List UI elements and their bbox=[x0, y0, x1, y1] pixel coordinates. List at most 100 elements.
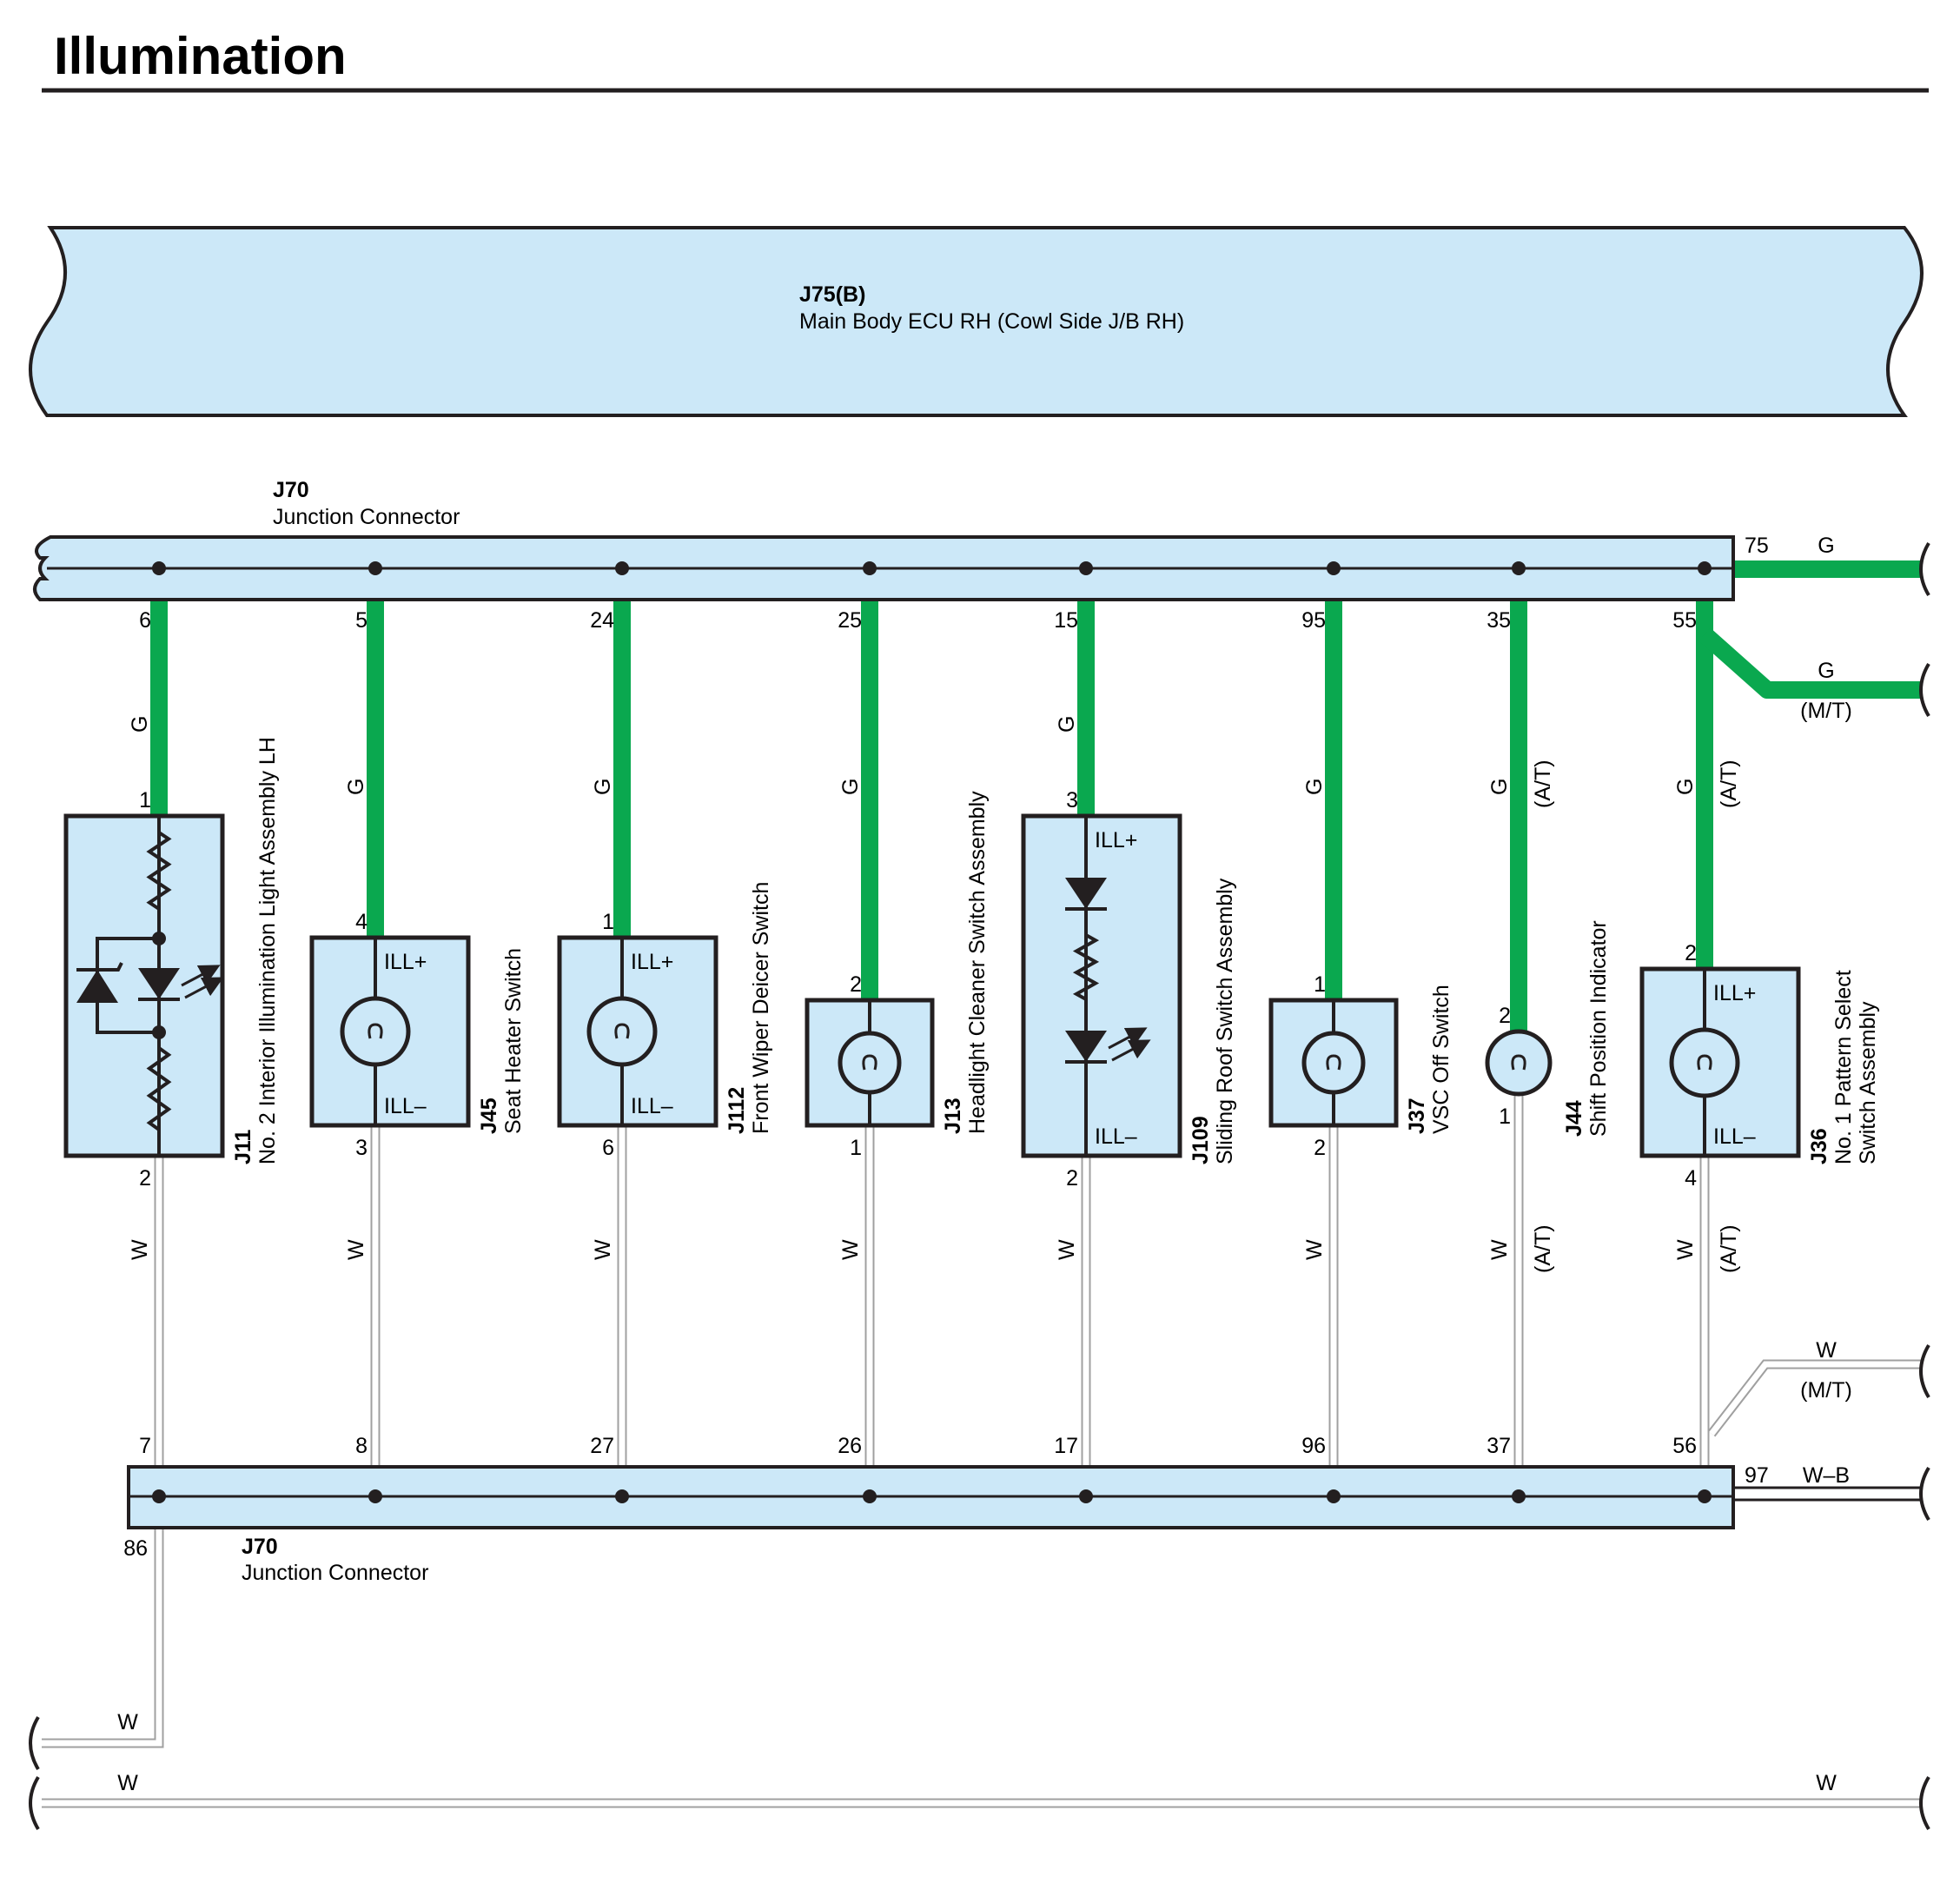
out-pin-J45: 3 bbox=[355, 1136, 368, 1160]
component-name-J112: Front Wiper Deicer Switch bbox=[749, 882, 773, 1134]
wire-w-note-J44: (A/T) bbox=[1531, 1224, 1555, 1273]
page-title: Illumination bbox=[54, 27, 347, 85]
led-J11-ray2 bbox=[184, 977, 224, 999]
in-pin-J112: 1 bbox=[602, 910, 614, 934]
lamp-J45 bbox=[340, 996, 411, 1067]
top-connector-out-pin: 75 bbox=[1745, 534, 1769, 558]
bottom-connector-ground-pin: 86 bbox=[123, 1536, 148, 1561]
in-pin-J109: 3 bbox=[1066, 788, 1078, 812]
top-connector-dot-95 bbox=[1327, 561, 1341, 575]
bottom-connector-dot-37 bbox=[1512, 1489, 1526, 1503]
diode-J109 bbox=[1065, 878, 1107, 909]
wire-g-label-J112: G bbox=[591, 779, 615, 795]
ill-plus-J36: ILL+ bbox=[1713, 981, 1756, 1005]
top-pin-J11: 6 bbox=[139, 608, 151, 633]
component-J36: ILL+ ILL– bbox=[1639, 966, 1801, 1158]
out-pin-J37: 2 bbox=[1314, 1136, 1326, 1160]
bottom-connector-out-wire: W–B bbox=[1803, 1463, 1850, 1488]
bottom-pin-J109: 17 bbox=[1054, 1434, 1078, 1458]
component-name-J37: VSC Off Switch bbox=[1429, 985, 1453, 1134]
bottom-pin-J36: 56 bbox=[1672, 1434, 1697, 1458]
zener-J11 bbox=[76, 970, 118, 1003]
component-J11 bbox=[63, 813, 225, 1158]
component-name-J13: Headlight Cleaner Switch Assembly bbox=[965, 791, 990, 1134]
bottom-connector-mt-wire: W bbox=[1816, 1338, 1837, 1363]
resistor-lower-J11 bbox=[146, 1046, 172, 1131]
component-box-J109 bbox=[1021, 813, 1182, 1158]
top-connector-mt-wire: G bbox=[1818, 659, 1834, 683]
ground-wire-label: W bbox=[117, 1710, 138, 1734]
bottom-connector-mt-note: (M/T) bbox=[1800, 1378, 1852, 1403]
bottom-line-right-wire: W bbox=[1816, 1771, 1837, 1795]
ill-minus-J36: ILL– bbox=[1713, 1124, 1756, 1149]
top-connector-dot-55 bbox=[1698, 561, 1712, 575]
lamp-J37 bbox=[1301, 1031, 1366, 1095]
wire-w-label-J11: W bbox=[128, 1239, 152, 1260]
wire-w-label-J112: W bbox=[591, 1239, 615, 1260]
lamp-J37-filament bbox=[1326, 1054, 1341, 1071]
components-layer: ILL+ILL–ILL+ILL–ILL+ILL–ILL+ILL– bbox=[63, 813, 1801, 1158]
in-pin-J11: 1 bbox=[139, 788, 151, 812]
bottom-pin-J37: 96 bbox=[1301, 1434, 1326, 1458]
top-connector-mt-note: (M/T) bbox=[1800, 699, 1852, 723]
component-J112: ILL+ ILL– bbox=[557, 935, 718, 1128]
bottom-connector-dot-27 bbox=[615, 1489, 629, 1503]
wire-w-label-J36: W bbox=[1673, 1239, 1698, 1260]
bottom-pin-J13: 26 bbox=[838, 1434, 862, 1458]
wire-break-right-0 bbox=[1919, 541, 1930, 597]
component-name2-J36: Switch Assembly bbox=[1856, 1001, 1880, 1164]
top-pin-J45: 5 bbox=[355, 608, 368, 633]
component-name-J36: No. 1 Pattern Select bbox=[1831, 970, 1856, 1164]
out-pin-J13: 1 bbox=[850, 1136, 862, 1160]
top-pin-J37: 95 bbox=[1301, 608, 1326, 633]
lamp-J13 bbox=[838, 1031, 902, 1095]
out-pin-J112: 6 bbox=[602, 1136, 614, 1160]
top-connector-code: J70 bbox=[273, 478, 309, 502]
bottom-connector-dot-7 bbox=[152, 1489, 166, 1503]
ecu-box bbox=[29, 226, 1924, 417]
wire-break-left-bottom bbox=[29, 1775, 40, 1831]
bottom-connector-dot-17 bbox=[1079, 1489, 1093, 1503]
wire-g-label-J45: G bbox=[344, 779, 368, 795]
top-pin-J44: 35 bbox=[1487, 608, 1511, 633]
wire-g-label-J44: G bbox=[1487, 779, 1512, 795]
bottom-connector-dot-8 bbox=[368, 1489, 382, 1503]
top-connector-dot-25 bbox=[863, 561, 877, 575]
in-pin-J37: 1 bbox=[1314, 972, 1326, 997]
wire-w-note-J36: (A/T) bbox=[1717, 1224, 1741, 1273]
component-J45: ILL+ILL– bbox=[309, 935, 471, 1128]
bottom-connector-code: J70 bbox=[242, 1535, 278, 1559]
lamp-J112-filament bbox=[614, 1023, 630, 1039]
ecu-code: J75(B) bbox=[799, 282, 865, 307]
white-wire-ground-86-outer bbox=[42, 1495, 164, 1748]
bottom-line-left-wire: W bbox=[117, 1771, 138, 1795]
led-J11-ray1 bbox=[181, 965, 221, 987]
bottom-pin-J11: 7 bbox=[139, 1434, 151, 1458]
top-pin-J109: 15 bbox=[1054, 608, 1078, 633]
component-code-J37: J37 bbox=[1405, 1098, 1429, 1134]
component-name-J44: Shift Position Indicator bbox=[1586, 920, 1611, 1137]
bottom-pin-J112: 27 bbox=[590, 1434, 614, 1458]
led-J109-ray2 bbox=[1111, 1039, 1151, 1062]
lamp-J36 bbox=[1669, 1027, 1740, 1098]
led-J109-ray1 bbox=[1108, 1027, 1148, 1050]
component-code-J112: J112 bbox=[725, 1087, 749, 1134]
component-J37 bbox=[1268, 998, 1399, 1128]
component-code-J36: J36 bbox=[1807, 1128, 1831, 1164]
wire-break-left-ground bbox=[29, 1715, 40, 1771]
out-pin-J44: 1 bbox=[1499, 1104, 1511, 1129]
white-wire-ground-86-inner bbox=[42, 1495, 162, 1747]
wire-w-label-J44: W bbox=[1487, 1239, 1512, 1260]
out-pin-J109: 2 bbox=[1066, 1166, 1078, 1191]
ill-minus-J45: ILL– bbox=[384, 1094, 427, 1118]
white-wire-mt-inner bbox=[1709, 1361, 1922, 1436]
led-J109 bbox=[1065, 1031, 1107, 1062]
component-name-J45: Seat Heater Switch bbox=[501, 948, 526, 1134]
wire-g-note-J36: (A/T) bbox=[1717, 759, 1741, 808]
top-connector-dot-5 bbox=[368, 561, 382, 575]
ill-minus-J112: ILL– bbox=[631, 1094, 673, 1118]
ill-plus-J112: ILL+ bbox=[631, 950, 673, 974]
component-code-J11: J11 bbox=[231, 1130, 255, 1164]
